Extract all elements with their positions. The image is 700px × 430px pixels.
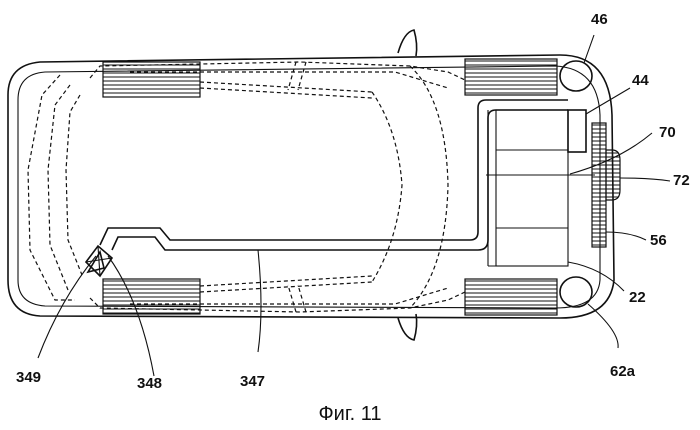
lead-349 xyxy=(38,256,96,358)
component-44 xyxy=(568,110,586,152)
lead-62a xyxy=(588,304,618,348)
label-348: 348 xyxy=(137,375,162,392)
conduit-347-inner xyxy=(112,110,568,250)
label-349: 349 xyxy=(16,369,41,386)
label-347: 347 xyxy=(240,373,265,390)
dashed-windshield-inner xyxy=(372,92,402,282)
dashed-windshield xyxy=(410,66,448,308)
engine-block xyxy=(496,110,568,266)
engine-bracket xyxy=(488,110,568,266)
lead-44 xyxy=(586,88,630,114)
dashed-outline-outer xyxy=(28,75,75,300)
upper-mirror xyxy=(398,30,417,56)
label-70: 70 xyxy=(659,124,676,141)
label-46: 46 xyxy=(591,11,608,28)
lead-46 xyxy=(584,35,594,63)
lead-347 xyxy=(258,250,261,352)
dashed-outline-inner xyxy=(66,95,82,275)
figure-caption: Фиг. 11 xyxy=(318,403,381,425)
car-body-inner xyxy=(18,66,600,308)
dashed-outline-mid xyxy=(48,85,70,290)
dashed-door-line-top xyxy=(200,82,372,98)
wheel-front-top xyxy=(465,59,557,95)
wheel-rear-top xyxy=(103,62,200,97)
lead-56 xyxy=(606,232,646,240)
label-22: 22 xyxy=(629,289,646,306)
headlight-top xyxy=(560,61,592,91)
label-44: 44 xyxy=(632,72,649,89)
lead-72 xyxy=(620,178,670,181)
wheel-front-bottom xyxy=(465,279,557,315)
radiator-56 xyxy=(592,123,606,247)
label-72: 72 xyxy=(673,172,690,189)
headlight-bottom xyxy=(560,277,592,307)
dashed-pillar-top xyxy=(288,62,306,90)
label-62a: 62a xyxy=(610,363,636,380)
conduit-347-outer xyxy=(100,100,568,245)
label-56: 56 xyxy=(650,232,667,249)
dashed-pillar-bottom xyxy=(288,285,306,312)
dashed-door-line-bottom xyxy=(200,276,372,292)
